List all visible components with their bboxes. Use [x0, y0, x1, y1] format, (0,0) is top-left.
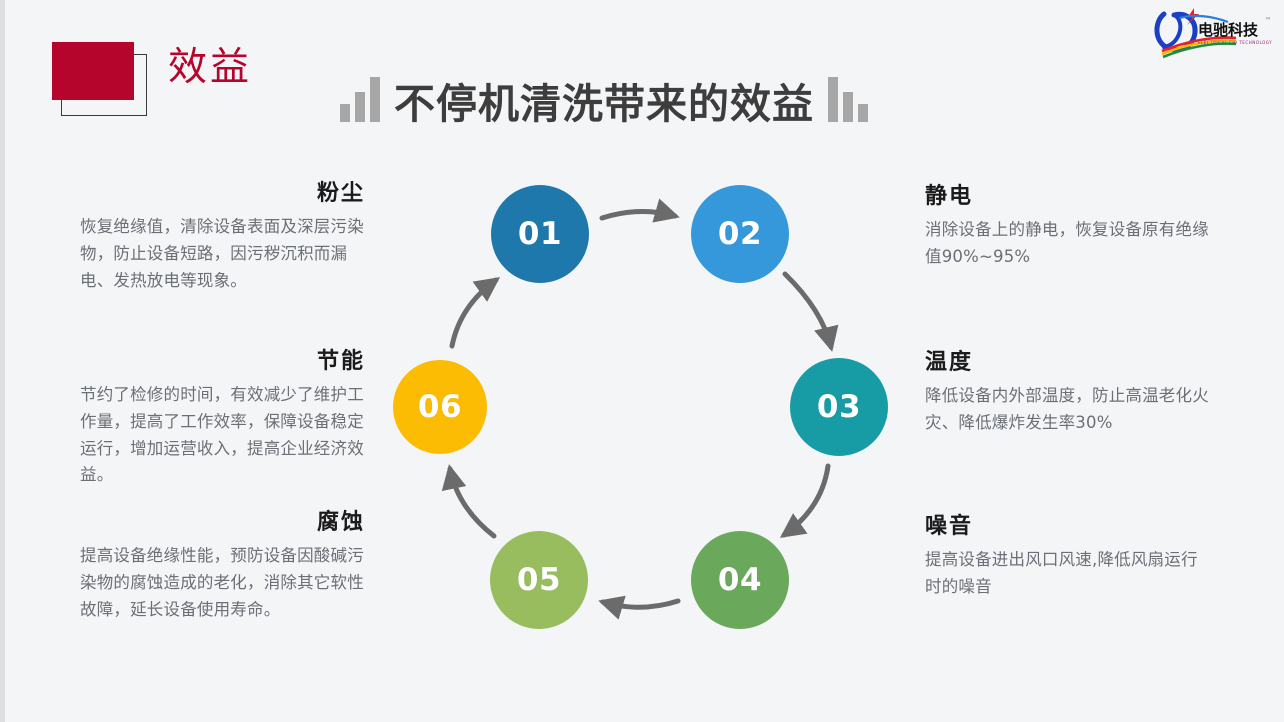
info-block-temperature: 温度 降低设备内外部温度，防止高温老化火灾、降低爆炸发生率30% — [925, 350, 1210, 437]
cycle-node-06[interactable]: 06 — [393, 360, 487, 454]
cycle-node-06-label: 06 — [417, 389, 463, 425]
title-row: 不停机清洗带来的效益 — [340, 66, 868, 126]
info-block-temperature-heading: 温度 — [925, 350, 974, 375]
info-block-corrosion-body: 提高设备绝缘性能，预防设备因酸碱污染物的腐蚀造成的老化，消除其它软性故障，延长设… — [80, 546, 364, 619]
page-title: 不停机清洗带来的效益 — [394, 79, 814, 128]
cycle-node-04-label: 04 — [717, 562, 763, 598]
info-block-dust: 粉尘 恢复绝缘值，清除设备表面及深层污染物，防止设备短路，因污秽沉积而漏电、发热… — [80, 181, 365, 294]
cycle-node-01[interactable]: 01 — [491, 185, 589, 283]
info-block-temperature-body: 降低设备内外部温度，防止高温老化火灾、降低爆炸发生率30% — [925, 386, 1209, 432]
cycle-node-02[interactable]: 02 — [691, 185, 789, 283]
section-badge — [52, 42, 182, 122]
svg-text:电驰科技: 电驰科技 — [1198, 21, 1259, 39]
info-block-noise: 噪音 提高设备进出风口风速,降低风扇运行时的噪音 — [925, 514, 1210, 601]
info-block-dust-body: 恢复绝缘值，清除设备表面及深层污染物，防止设备短路，因污秽沉积而漏电、发热放电等… — [80, 217, 364, 290]
bar-chart-decor-right-icon — [828, 76, 868, 126]
info-block-energy-heading: 节能 — [316, 349, 365, 374]
info-block-static-body: 消除设备上的静电，恢复设备原有绝缘值90%~95% — [925, 220, 1209, 266]
info-block-noise-body: 提高设备进出风口风速,降低风扇运行时的噪音 — [925, 550, 1198, 596]
svg-text:™: ™ — [1265, 17, 1271, 24]
info-block-corrosion: 腐蚀 提高设备绝缘性能，预防设备因酸碱污染物的腐蚀造成的老化，消除其它软性故障，… — [80, 510, 365, 623]
slide-left-edge — [0, 0, 5, 722]
info-block-static: 静电 消除设备上的静电，恢复设备原有绝缘值90%~95% — [925, 184, 1210, 271]
cycle-node-05-label: 05 — [516, 562, 562, 598]
section-badge-label: 效益 — [168, 45, 253, 90]
info-block-noise-heading: 噪音 — [925, 514, 974, 539]
cycle-node-01-label: 01 — [517, 216, 563, 252]
info-block-energy-body: 节约了检修的时间，有效减少了维护工作量，提高了工作效率，保障设备稳定运行，增加运… — [80, 385, 364, 485]
cycle-node-03-label: 03 — [816, 389, 862, 425]
cycle-node-05[interactable]: 05 — [490, 531, 588, 629]
company-logo: 电驰科技 ELECTRICAL CHI TECHNOLOGY ™ — [1150, 4, 1278, 60]
cycle-node-04[interactable]: 04 — [691, 531, 789, 629]
info-block-corrosion-heading: 腐蚀 — [316, 510, 365, 535]
cycle-node-03[interactable]: 03 — [790, 358, 888, 456]
cycle-node-02-label: 02 — [717, 216, 763, 252]
info-block-static-heading: 静电 — [925, 184, 974, 209]
badge-red-square — [52, 42, 134, 100]
info-block-energy: 节能 节约了检修的时间，有效减少了维护工作量，提高了工作效率，保障设备稳定运行，… — [80, 349, 365, 489]
info-block-dust-heading: 粉尘 — [316, 181, 365, 206]
svg-text:ELECTRICAL CHI TECHNOLOGY: ELECTRICAL CHI TECHNOLOGY — [1198, 40, 1272, 45]
cycle-diagram: 01 02 03 04 05 06 — [370, 170, 910, 650]
bar-chart-decor-left-icon — [340, 76, 380, 126]
